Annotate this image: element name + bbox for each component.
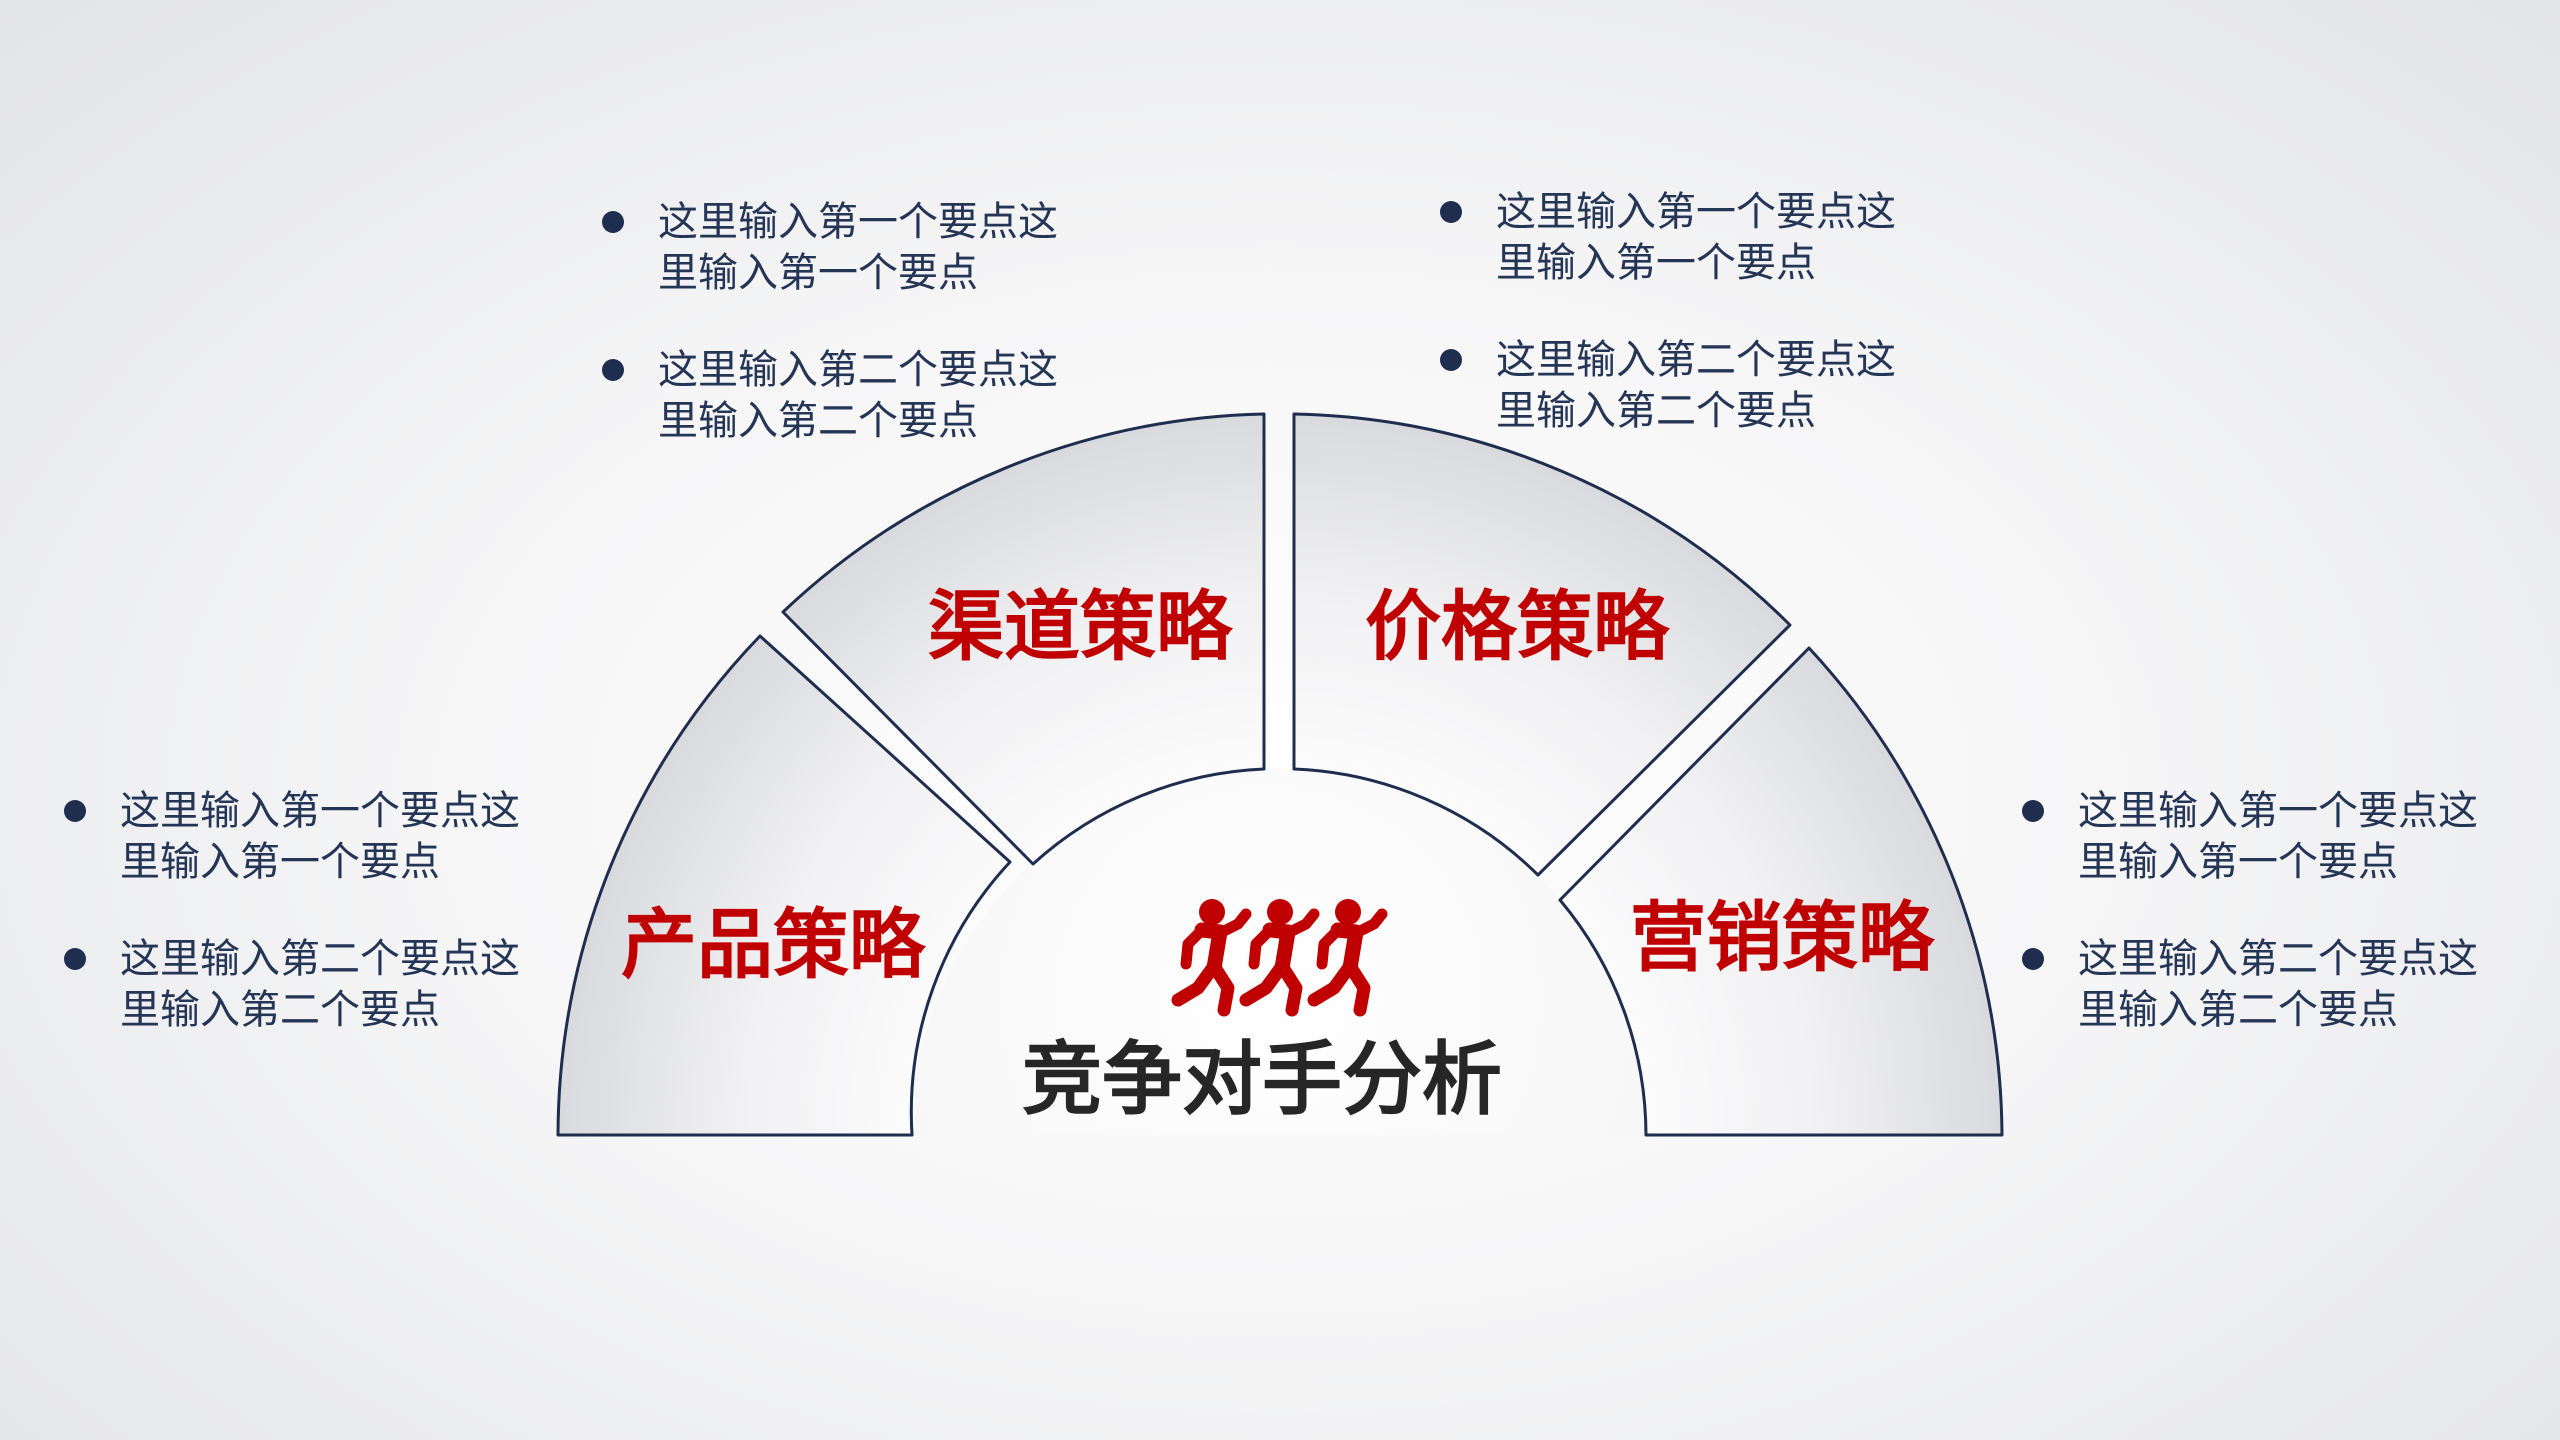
- bullet-item: 这里输入第二个要点这里输入第二个要点: [1438, 335, 1908, 437]
- bullet-item: 这里输入第二个要点这里输入第二个要点: [600, 345, 1070, 447]
- bullet-dot-icon: [602, 359, 624, 381]
- sector-label-marketing: 营销策略: [1630, 893, 1936, 982]
- bullet-item: 这里输入第一个要点这里输入第一个要点: [62, 786, 532, 888]
- bullet-dot-icon: [2022, 948, 2044, 970]
- bullet-text: 这里输入第二个要点这里输入第二个要点: [120, 936, 520, 1033]
- bullet-text: 这里输入第一个要点这里输入第一个要点: [1496, 189, 1896, 286]
- bullet-dot-icon: [1440, 349, 1462, 371]
- bullet-item: 这里输入第一个要点这里输入第一个要点: [1438, 187, 1908, 289]
- bullet-text: 这里输入第二个要点这里输入第二个要点: [1496, 337, 1896, 434]
- notes-top-right: 这里输入第一个要点这里输入第一个要点 这里输入第二个要点这里输入第二个要点: [1438, 187, 1908, 437]
- bullet-dot-icon: [64, 800, 86, 822]
- notes-top-left: 这里输入第一个要点这里输入第一个要点 这里输入第二个要点这里输入第二个要点: [600, 197, 1070, 447]
- bullet-item: 这里输入第二个要点这里输入第二个要点: [2020, 934, 2490, 1036]
- runner-icon: [1307, 899, 1388, 1017]
- bullet-text: 这里输入第二个要点这里输入第二个要点: [658, 347, 1058, 444]
- bullet-item: 这里输入第一个要点这里输入第一个要点: [2020, 786, 2490, 888]
- bullet-text: 这里输入第一个要点这里输入第一个要点: [2078, 788, 2478, 885]
- bullet-text: 这里输入第一个要点这里输入第一个要点: [658, 199, 1058, 296]
- bullet-dot-icon: [1440, 201, 1462, 223]
- bullet-text: 这里输入第一个要点这里输入第一个要点: [120, 788, 520, 885]
- bullet-item: 这里输入第一个要点这里输入第一个要点: [600, 197, 1070, 299]
- notes-right: 这里输入第一个要点这里输入第一个要点 这里输入第二个要点这里输入第二个要点: [2020, 786, 2490, 1036]
- sector-label-price: 价格策略: [1365, 582, 1671, 671]
- bullet-dot-icon: [2022, 800, 2044, 822]
- notes-left: 这里输入第一个要点这里输入第一个要点 这里输入第二个要点这里输入第二个要点: [62, 786, 532, 1036]
- sector-price[interactable]: [1292, 412, 1792, 877]
- sector-label-product: 产品策略: [621, 900, 927, 989]
- bullet-item: 这里输入第二个要点这里输入第二个要点: [62, 934, 532, 1036]
- bullet-text: 这里输入第二个要点这里输入第二个要点: [2078, 936, 2478, 1033]
- sector-marketing[interactable]: [1558, 646, 2004, 1137]
- center-title: 竞争对手分析: [1022, 1033, 1502, 1126]
- runner-icon: [1171, 899, 1252, 1017]
- bullet-dot-icon: [602, 211, 624, 233]
- runner-icon: [1239, 899, 1320, 1017]
- sector-label-channel: 渠道策略: [928, 582, 1234, 671]
- running-figures-icon: [1171, 899, 1388, 1017]
- sector-channel[interactable]: [781, 412, 1266, 866]
- sector-product[interactable]: [556, 634, 1012, 1137]
- bullet-dot-icon: [64, 948, 86, 970]
